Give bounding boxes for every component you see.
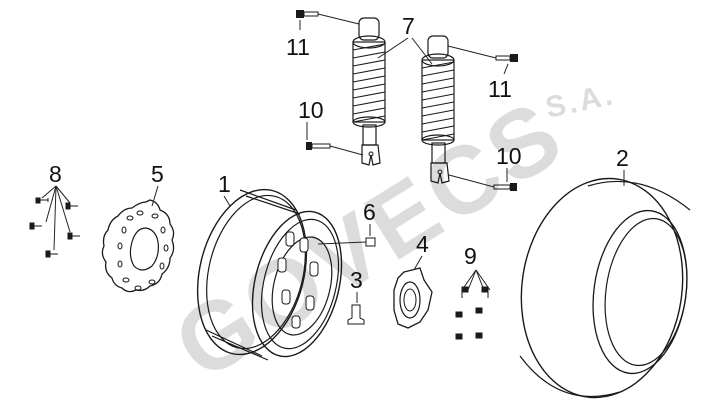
disc-bolts	[29, 197, 80, 258]
callout-labels: 1 2 3 4 5 6 7 8 9 10 10 11 11	[49, 13, 629, 293]
plate-bolts	[455, 269, 491, 340]
callout-disc-bolts: 8	[49, 161, 62, 187]
lower-bolt-right	[448, 174, 517, 191]
sprocket-plate	[393, 255, 433, 329]
shock-absorber-left	[352, 17, 386, 166]
brake-disc	[101, 185, 175, 293]
callout-upper-bolt-left: 11	[286, 34, 310, 60]
callout-shock-absorbers: 7	[402, 13, 415, 39]
callout-upper-bolt-right: 11	[488, 76, 512, 102]
tire	[519, 170, 691, 399]
upper-bolt-left	[296, 10, 360, 25]
lower-bolt-left	[306, 142, 364, 156]
callout-lower-bolt-right: 10	[496, 143, 522, 169]
watermark-suffix: S.A.	[543, 78, 619, 125]
disc-bolts-leaders	[41, 185, 71, 251]
callout-lower-bolt-left: 10	[298, 97, 324, 123]
wheel-rim	[196, 188, 343, 361]
upper-bolt-right	[447, 45, 518, 62]
shock-absorbers-leaders	[299, 20, 509, 182]
callout-plate-bolts: 9	[464, 243, 477, 269]
callout-tire: 2	[616, 145, 629, 171]
callout-sprocket-plate: 4	[416, 231, 429, 257]
callout-wheel-rim: 1	[218, 171, 231, 197]
callout-valve: 3	[350, 267, 363, 293]
callout-spacer: 6	[363, 199, 376, 225]
callout-brake-disc: 5	[151, 161, 164, 187]
valve	[347, 292, 365, 325]
spacer	[317, 224, 376, 247]
shock-absorber-right	[421, 35, 455, 184]
